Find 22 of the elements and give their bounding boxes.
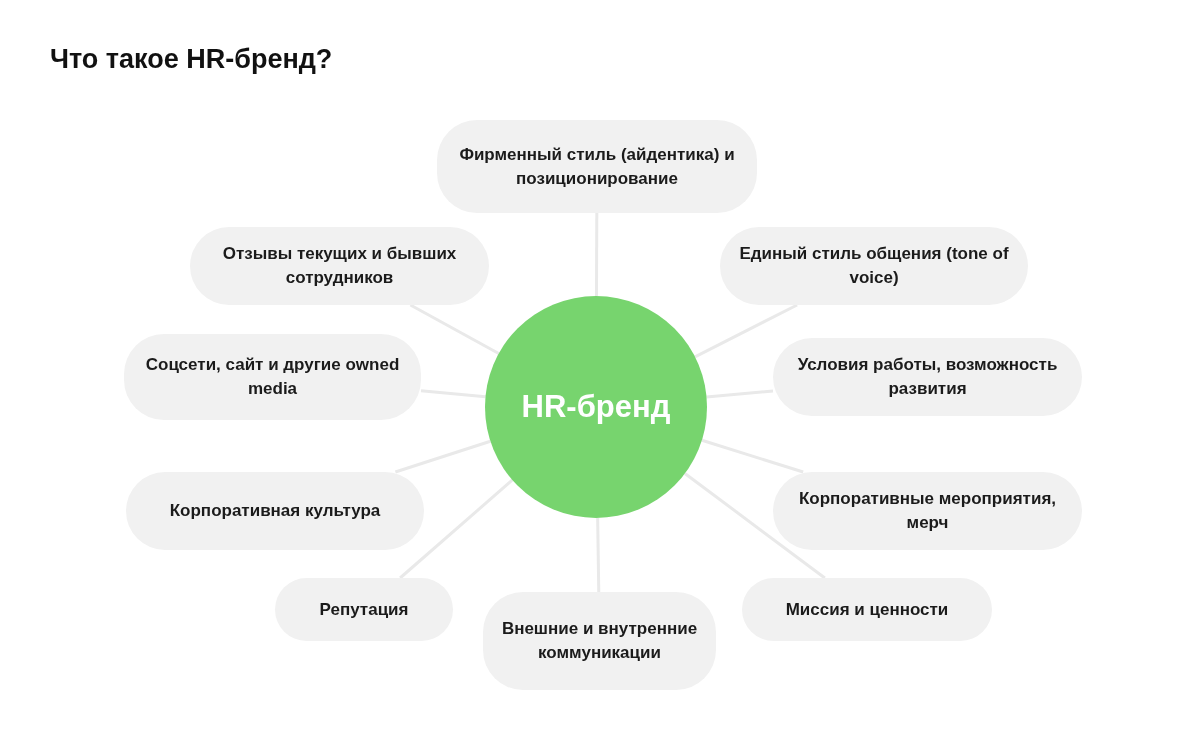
topic-label: Репутация (319, 598, 409, 621)
topic-label: Соцсети, сайт и другие owned media (144, 354, 401, 400)
connector-line (594, 213, 599, 296)
connector-line (694, 303, 798, 359)
connector-line (409, 303, 500, 355)
connector-line (420, 389, 486, 399)
connector-line (394, 439, 491, 474)
connector-line (684, 472, 826, 580)
connector-line (596, 517, 601, 593)
topic-label: Отзывы текущих и бывших сотрудников (221, 243, 458, 289)
topic-label: Миссия и ценности (785, 598, 949, 621)
center-label: HR-бренд (521, 389, 671, 425)
connector-line (706, 389, 774, 399)
topic-label: Корпоративные мероприятия, мерч (797, 488, 1058, 534)
diagram-title: Что такое HR-бренд? (50, 44, 333, 75)
topic-label: Корпоративная культура (169, 500, 381, 522)
connector-line (399, 478, 514, 580)
topic-label: Внешние и внутренние коммуникации (500, 618, 699, 664)
topic-label: Условия работы, возможность развития (796, 354, 1059, 400)
topic-label: Фирменный стиль (айдентика) и позиционирование (458, 143, 736, 190)
topic-label: Единый стиль общения (tone of voice) (738, 243, 1010, 289)
connector-line (701, 438, 804, 474)
